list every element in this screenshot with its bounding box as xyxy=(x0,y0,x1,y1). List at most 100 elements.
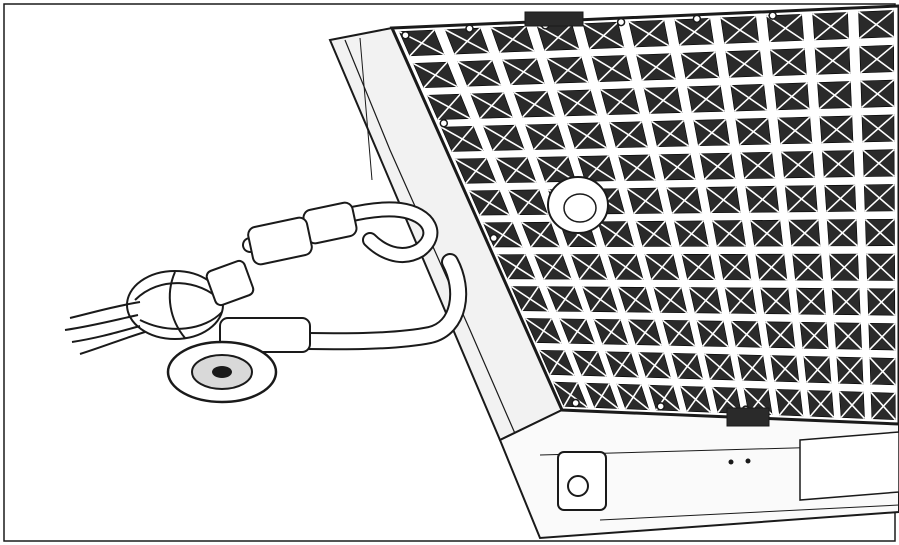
panel-cell-cross xyxy=(642,220,666,248)
panel-cell-cross xyxy=(686,386,706,412)
panel-cell-cross xyxy=(768,321,793,348)
panel-cell-cross xyxy=(783,150,814,179)
panel-cell-cross xyxy=(645,352,665,378)
panel-screw xyxy=(439,118,449,128)
panel-cell-cross xyxy=(579,253,600,280)
panel-cell-cross xyxy=(735,321,759,348)
panel-cell-cross xyxy=(635,319,656,346)
panel-cell-cross xyxy=(677,353,698,379)
panel-cell-cross xyxy=(549,350,566,375)
panel-cell-cross xyxy=(517,189,540,216)
panel-screw xyxy=(401,30,410,40)
panel-cell-cross xyxy=(828,218,857,247)
panel-screw xyxy=(616,17,626,27)
panel-cell-cross xyxy=(830,253,859,281)
panel-screw xyxy=(656,402,665,411)
cabinet-bottom-line xyxy=(599,504,899,521)
panel-cell-cross xyxy=(492,124,516,151)
panel-cell-cross xyxy=(866,253,896,281)
panel-cell-cross xyxy=(769,13,803,43)
panel-cell-cross xyxy=(664,153,691,181)
panel-cell-cross xyxy=(544,23,573,52)
panel-cell-cross xyxy=(813,11,849,41)
panel-cell-cross xyxy=(624,384,642,410)
panel-cell-cross xyxy=(493,222,513,248)
panel-cell-cross xyxy=(835,322,862,350)
cable-assembly xyxy=(64,201,468,404)
panel-cell-cross xyxy=(613,351,632,377)
panel-cell-cross xyxy=(858,9,894,39)
panel-cell-cross xyxy=(691,85,721,113)
panel-cell-cross xyxy=(743,151,773,180)
indicator-dot-2 xyxy=(745,458,751,464)
panel-cell-cross xyxy=(454,27,481,55)
panel-cell-cross xyxy=(510,58,538,86)
panel-cell-cross xyxy=(861,79,895,108)
panel-cell-cross xyxy=(555,286,575,312)
panel-cell-cross xyxy=(816,46,850,75)
panel-cell-cross xyxy=(862,114,895,143)
panel-cell-cross xyxy=(530,221,552,248)
panel-cell-cross xyxy=(507,254,527,280)
panel-cell-cross xyxy=(590,286,611,313)
panel-cell-cross xyxy=(581,351,599,376)
panel-cell-cross xyxy=(741,354,764,381)
panel-cell-cross xyxy=(809,390,833,417)
cable-tie xyxy=(205,259,255,307)
panel-knob xyxy=(547,176,609,234)
panel-cell-cross xyxy=(776,82,808,111)
panel-cell-cross xyxy=(649,86,678,115)
panel-cell-cross xyxy=(602,319,621,345)
caster-wheel-axle xyxy=(212,366,232,378)
indicator-dot-1 xyxy=(728,459,734,465)
panel-cell-cross xyxy=(716,219,743,247)
panel-cell-cross xyxy=(597,54,627,83)
panel-cell-cross xyxy=(423,61,448,89)
panel-screw xyxy=(465,24,474,33)
panel-cell-cross xyxy=(606,87,635,116)
panel-cell-cross xyxy=(704,152,732,180)
panel-cell-cross xyxy=(753,219,781,247)
panel-cell-cross xyxy=(584,155,610,182)
panel-cell-cross xyxy=(806,356,830,383)
panel-cell-cross xyxy=(594,383,610,408)
panel-cell-cross xyxy=(633,187,658,215)
panel-cell-cross xyxy=(543,254,563,280)
panel-cell-cross xyxy=(624,154,650,182)
panel-cell-cross xyxy=(870,357,896,385)
panel-cell-cross xyxy=(522,90,548,118)
front-handle-slot xyxy=(799,431,899,501)
panel-screw xyxy=(489,233,499,243)
panel-cell-cross xyxy=(802,322,827,349)
panel-cell-cross xyxy=(702,320,724,347)
panel-cell-cross xyxy=(685,51,716,80)
panel-cell-cross xyxy=(437,93,461,121)
panel-cell-cross xyxy=(409,29,435,57)
panel-cell-cross xyxy=(564,89,591,117)
panel-cell-cross xyxy=(798,287,825,315)
top-latch xyxy=(524,11,584,27)
power-connector-socket xyxy=(567,475,589,497)
panel-cell-cross xyxy=(717,387,737,414)
panel-cell-cross xyxy=(697,118,727,147)
panel-cell-cross xyxy=(479,92,505,119)
panel-cell-cross xyxy=(521,286,540,312)
cabinet-side-groove xyxy=(359,37,373,181)
panel-cell-cross xyxy=(871,392,896,420)
panel-cell-cross xyxy=(687,253,711,281)
panel-knob-inner xyxy=(563,193,597,223)
panel-cell-cross xyxy=(668,320,690,346)
panel-cell-cross xyxy=(651,253,674,280)
panel-cell-cross xyxy=(758,253,785,281)
panel-cell-cross xyxy=(865,218,895,247)
panel-cell-cross xyxy=(679,220,704,247)
panel-screw xyxy=(571,398,580,408)
panel-cell-cross xyxy=(724,15,757,45)
panel-cell-cross xyxy=(772,48,805,77)
panel-cell-cross xyxy=(451,125,474,152)
panel-cell-cross xyxy=(739,117,769,146)
panel-cell-cross xyxy=(535,318,553,344)
panel-cell-cross xyxy=(634,19,665,48)
